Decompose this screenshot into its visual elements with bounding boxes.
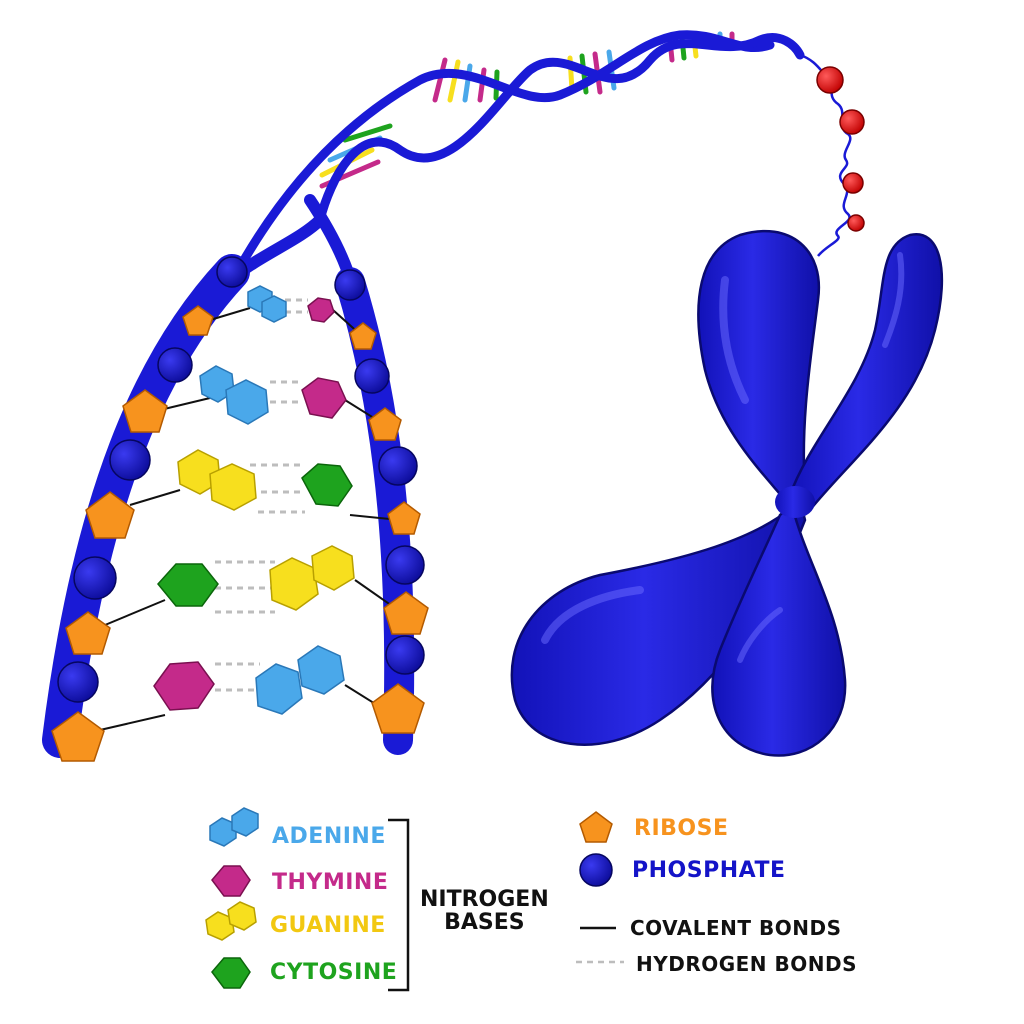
- cytosine-icon: [211, 957, 251, 989]
- helix-strand-b: [315, 33, 805, 225]
- thymine-base: [307, 297, 335, 323]
- histone: [842, 172, 864, 194]
- adenine-icon: [209, 807, 259, 847]
- nitrogen-bases-line2: BASES: [444, 910, 525, 936]
- hydrogen-bond-lines: [215, 298, 308, 692]
- histone: [816, 66, 844, 94]
- legend-icons: [205, 807, 624, 992]
- chromosome: [510, 229, 944, 757]
- ribose-groups: [51, 305, 429, 762]
- legend-cytosine-label: CYTOSINE: [270, 960, 398, 985]
- thymine-base: [301, 377, 347, 419]
- double-helix: [224, 30, 805, 291]
- thymine-base: [153, 661, 215, 711]
- guanine-base: [269, 545, 355, 611]
- guanine-icon: [205, 901, 257, 941]
- histone: [847, 214, 865, 232]
- helix-strand-a: [225, 30, 775, 290]
- legend-covalent-bonds-label: COVALENT BONDS: [630, 916, 842, 940]
- nitrogen-bases-group-label: NITROGEN BASES: [420, 888, 549, 934]
- legend-adenine-label: ADENINE: [272, 824, 386, 849]
- phosphate-icon: [579, 853, 613, 887]
- cytosine-base: [301, 463, 353, 507]
- adenine-base: [199, 365, 269, 425]
- adenine-base: [255, 645, 345, 715]
- helix-base-pairs: [319, 31, 735, 189]
- legend-ribose-label: RIBOSE: [634, 816, 729, 841]
- adenine-base: [247, 285, 287, 323]
- legend-phosphate-label: PHOSPHATE: [632, 858, 786, 883]
- chromatin-fiber: [799, 53, 865, 257]
- histone: [839, 109, 865, 135]
- ribose-icon: [579, 811, 613, 843]
- legend-guanine-label: GUANINE: [270, 913, 386, 938]
- nitrogen-bases-bracket: [388, 818, 410, 992]
- dna-ladder: [42, 254, 429, 762]
- thymine-icon: [211, 865, 251, 897]
- legend-thymine-label: THYMINE: [272, 870, 389, 895]
- phosphate-groups: [57, 256, 425, 703]
- legend-hydrogen-bonds-label: HYDROGEN BONDS: [636, 952, 857, 976]
- nitrogen-bases-line1: NITROGEN: [420, 887, 549, 912]
- guanine-base: [177, 449, 257, 511]
- cytosine-base: [157, 563, 219, 607]
